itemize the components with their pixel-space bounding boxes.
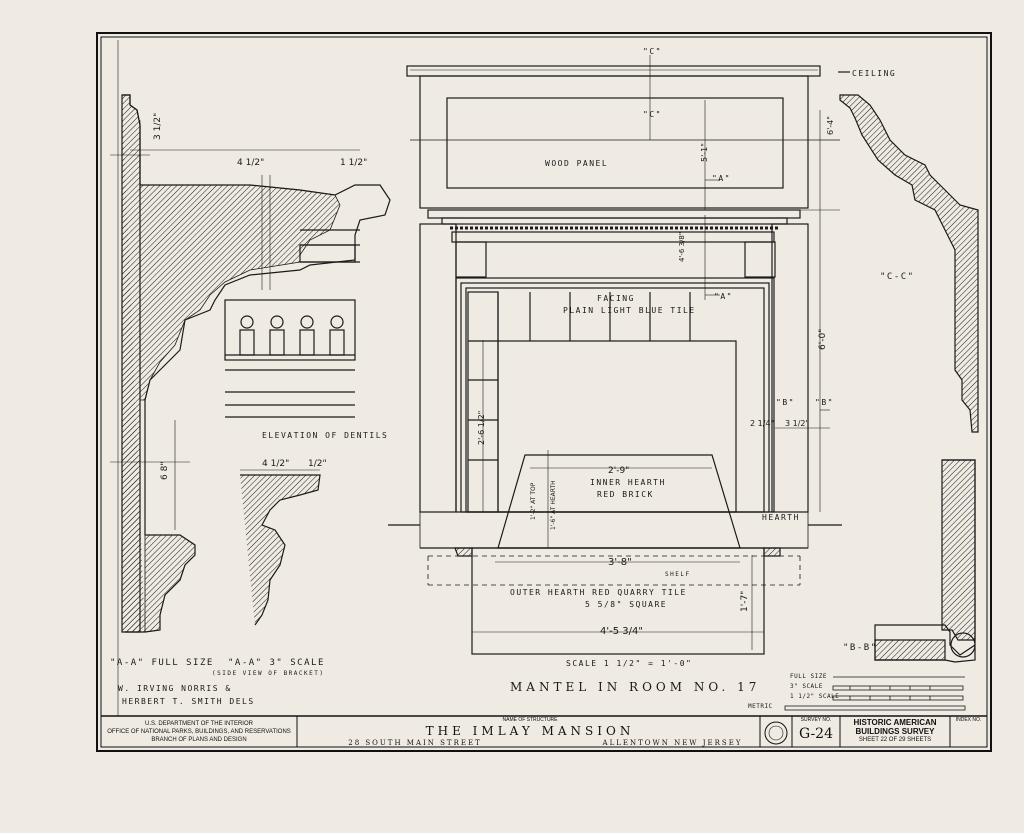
- section-c-panel: "C": [643, 110, 662, 119]
- dim-1-5: 1 1/2": [340, 158, 368, 168]
- dim-6-4: 6'-4": [826, 116, 835, 135]
- dim-6-0: 6'-0": [818, 328, 828, 350]
- elevation-of-dentils-label: ELEVATION OF DENTILS: [262, 431, 389, 440]
- section-bb-profile: [874, 459, 976, 663]
- tb-branch: BRANCH OF PLANS AND DESIGN: [151, 737, 247, 743]
- tb-index-label: INDEX NO.: [955, 717, 982, 723]
- dim-2-6: 2'-6 1/2": [477, 410, 486, 445]
- scale-1-5-inch: 1 1/2" SCALE: [790, 693, 840, 700]
- facing-material-label: PLAIN LIGHT BLUE TILE: [563, 306, 696, 315]
- cornice-profile-aa: [110, 40, 391, 716]
- dim-at-hearth: 1'-6" AT HEARTH: [550, 480, 557, 530]
- tb-city: ALLENTOWN NEW JERSEY: [602, 739, 743, 747]
- quarry-tile-size-label: 5 5/8" SQUARE: [585, 600, 668, 609]
- section-cc-profile: [838, 71, 979, 433]
- section-a-upper: "A": [712, 174, 731, 183]
- delineator-line2: HERBERT T. SMITH DELS: [122, 697, 255, 706]
- dim-2-9: 2'-9": [608, 466, 630, 476]
- mantel-elevation: [388, 55, 842, 655]
- title-block-frame: [101, 715, 987, 747]
- scale-3-inch: 3" SCALE: [790, 683, 823, 690]
- scale-bars: [784, 676, 966, 711]
- inner-hearth-label: INNER HEARTH: [590, 478, 666, 487]
- dim-bracket-half: 1/2": [308, 459, 327, 469]
- aa-scale-label: "A-A" 3" SCALE: [228, 658, 325, 668]
- aa-scale-note: (SIDE VIEW OF BRACKET): [212, 670, 325, 677]
- dim-4-6: 4'-6 3/8": [678, 231, 686, 262]
- ceiling-label: CEILING: [852, 69, 897, 78]
- section-bb-label: "B-B": [843, 643, 878, 653]
- wood-panel-label: WOOD PANEL: [545, 159, 609, 168]
- delineator-line1: W. IRVING NORRIS &: [118, 684, 232, 693]
- tb-survey-label: SURVEY NO.: [800, 717, 832, 723]
- inner-border: [100, 36, 988, 748]
- tb-office: OFFICE OF NATIONAL PARKS, BUILDINGS, AND…: [107, 729, 291, 735]
- section-b-left: "B": [776, 398, 795, 407]
- dim-5-1: 5'-1": [700, 143, 709, 162]
- tb-name-label: NAME OF STRUCTURE: [502, 717, 558, 723]
- scale-full-size: FULL SIZE: [790, 673, 828, 680]
- survey-seal: [764, 721, 788, 745]
- outer-hearth-label: OUTER HEARTH RED QUARRY TILE: [510, 588, 687, 597]
- tb-habs-2: BUILDINGS SURVEY: [855, 727, 935, 736]
- scale-metric: METRIC: [748, 703, 773, 710]
- bracket-side-view: [240, 469, 321, 626]
- section-c-top: "C": [643, 47, 662, 56]
- outer-border: [96, 32, 992, 752]
- dim-1-7: 1'-7": [740, 590, 750, 612]
- dim-2-quarter: 2 1/4": [750, 419, 775, 428]
- hearth-label: HEARTH: [762, 513, 800, 522]
- section-cc-label: "C-C": [880, 272, 915, 282]
- section-b-right: "B": [815, 398, 834, 407]
- dim-at-top: 1'-2" AT TOP: [530, 482, 537, 520]
- dentil-elevation: [224, 299, 356, 418]
- dim-4-5: 4 1/2": [237, 158, 265, 168]
- tb-sheet-count: SHEET 22 OF 29 SHEETS: [858, 737, 932, 743]
- section-a-lower: "A": [714, 292, 733, 301]
- tb-structure-name: THE IMLAY MANSION: [425, 724, 635, 738]
- dim-3-half: 3 1/2": [785, 419, 810, 428]
- drawing-title: MANTEL IN ROOM NO. 17: [510, 680, 761, 694]
- aa-full-size-label: "A-A" FULL SIZE: [110, 658, 214, 668]
- dim-3-5: 3 1/2": [153, 112, 163, 140]
- red-brick-label: RED BRICK: [597, 490, 654, 499]
- tb-dept: U.S. DEPARTMENT OF THE INTERIOR: [145, 721, 253, 727]
- dim-6-8: 6 8": [160, 461, 170, 480]
- scale-note: SCALE 1 1/2" = 1'-0": [566, 659, 693, 668]
- dim-3-8: 3'-8": [608, 557, 632, 568]
- tb-survey-number: G-24: [799, 726, 833, 742]
- facing-label: FACING: [597, 294, 635, 303]
- dim-4-5-3-4: 4'-5 3/4": [600, 626, 643, 637]
- tb-address: 28 SOUTH MAIN STREET: [348, 739, 482, 747]
- dim-bracket-4-5: 4 1/2": [262, 459, 290, 469]
- shelf-label: SHELF: [665, 571, 691, 578]
- tb-habs-1: HISTORIC AMERICAN: [853, 718, 937, 727]
